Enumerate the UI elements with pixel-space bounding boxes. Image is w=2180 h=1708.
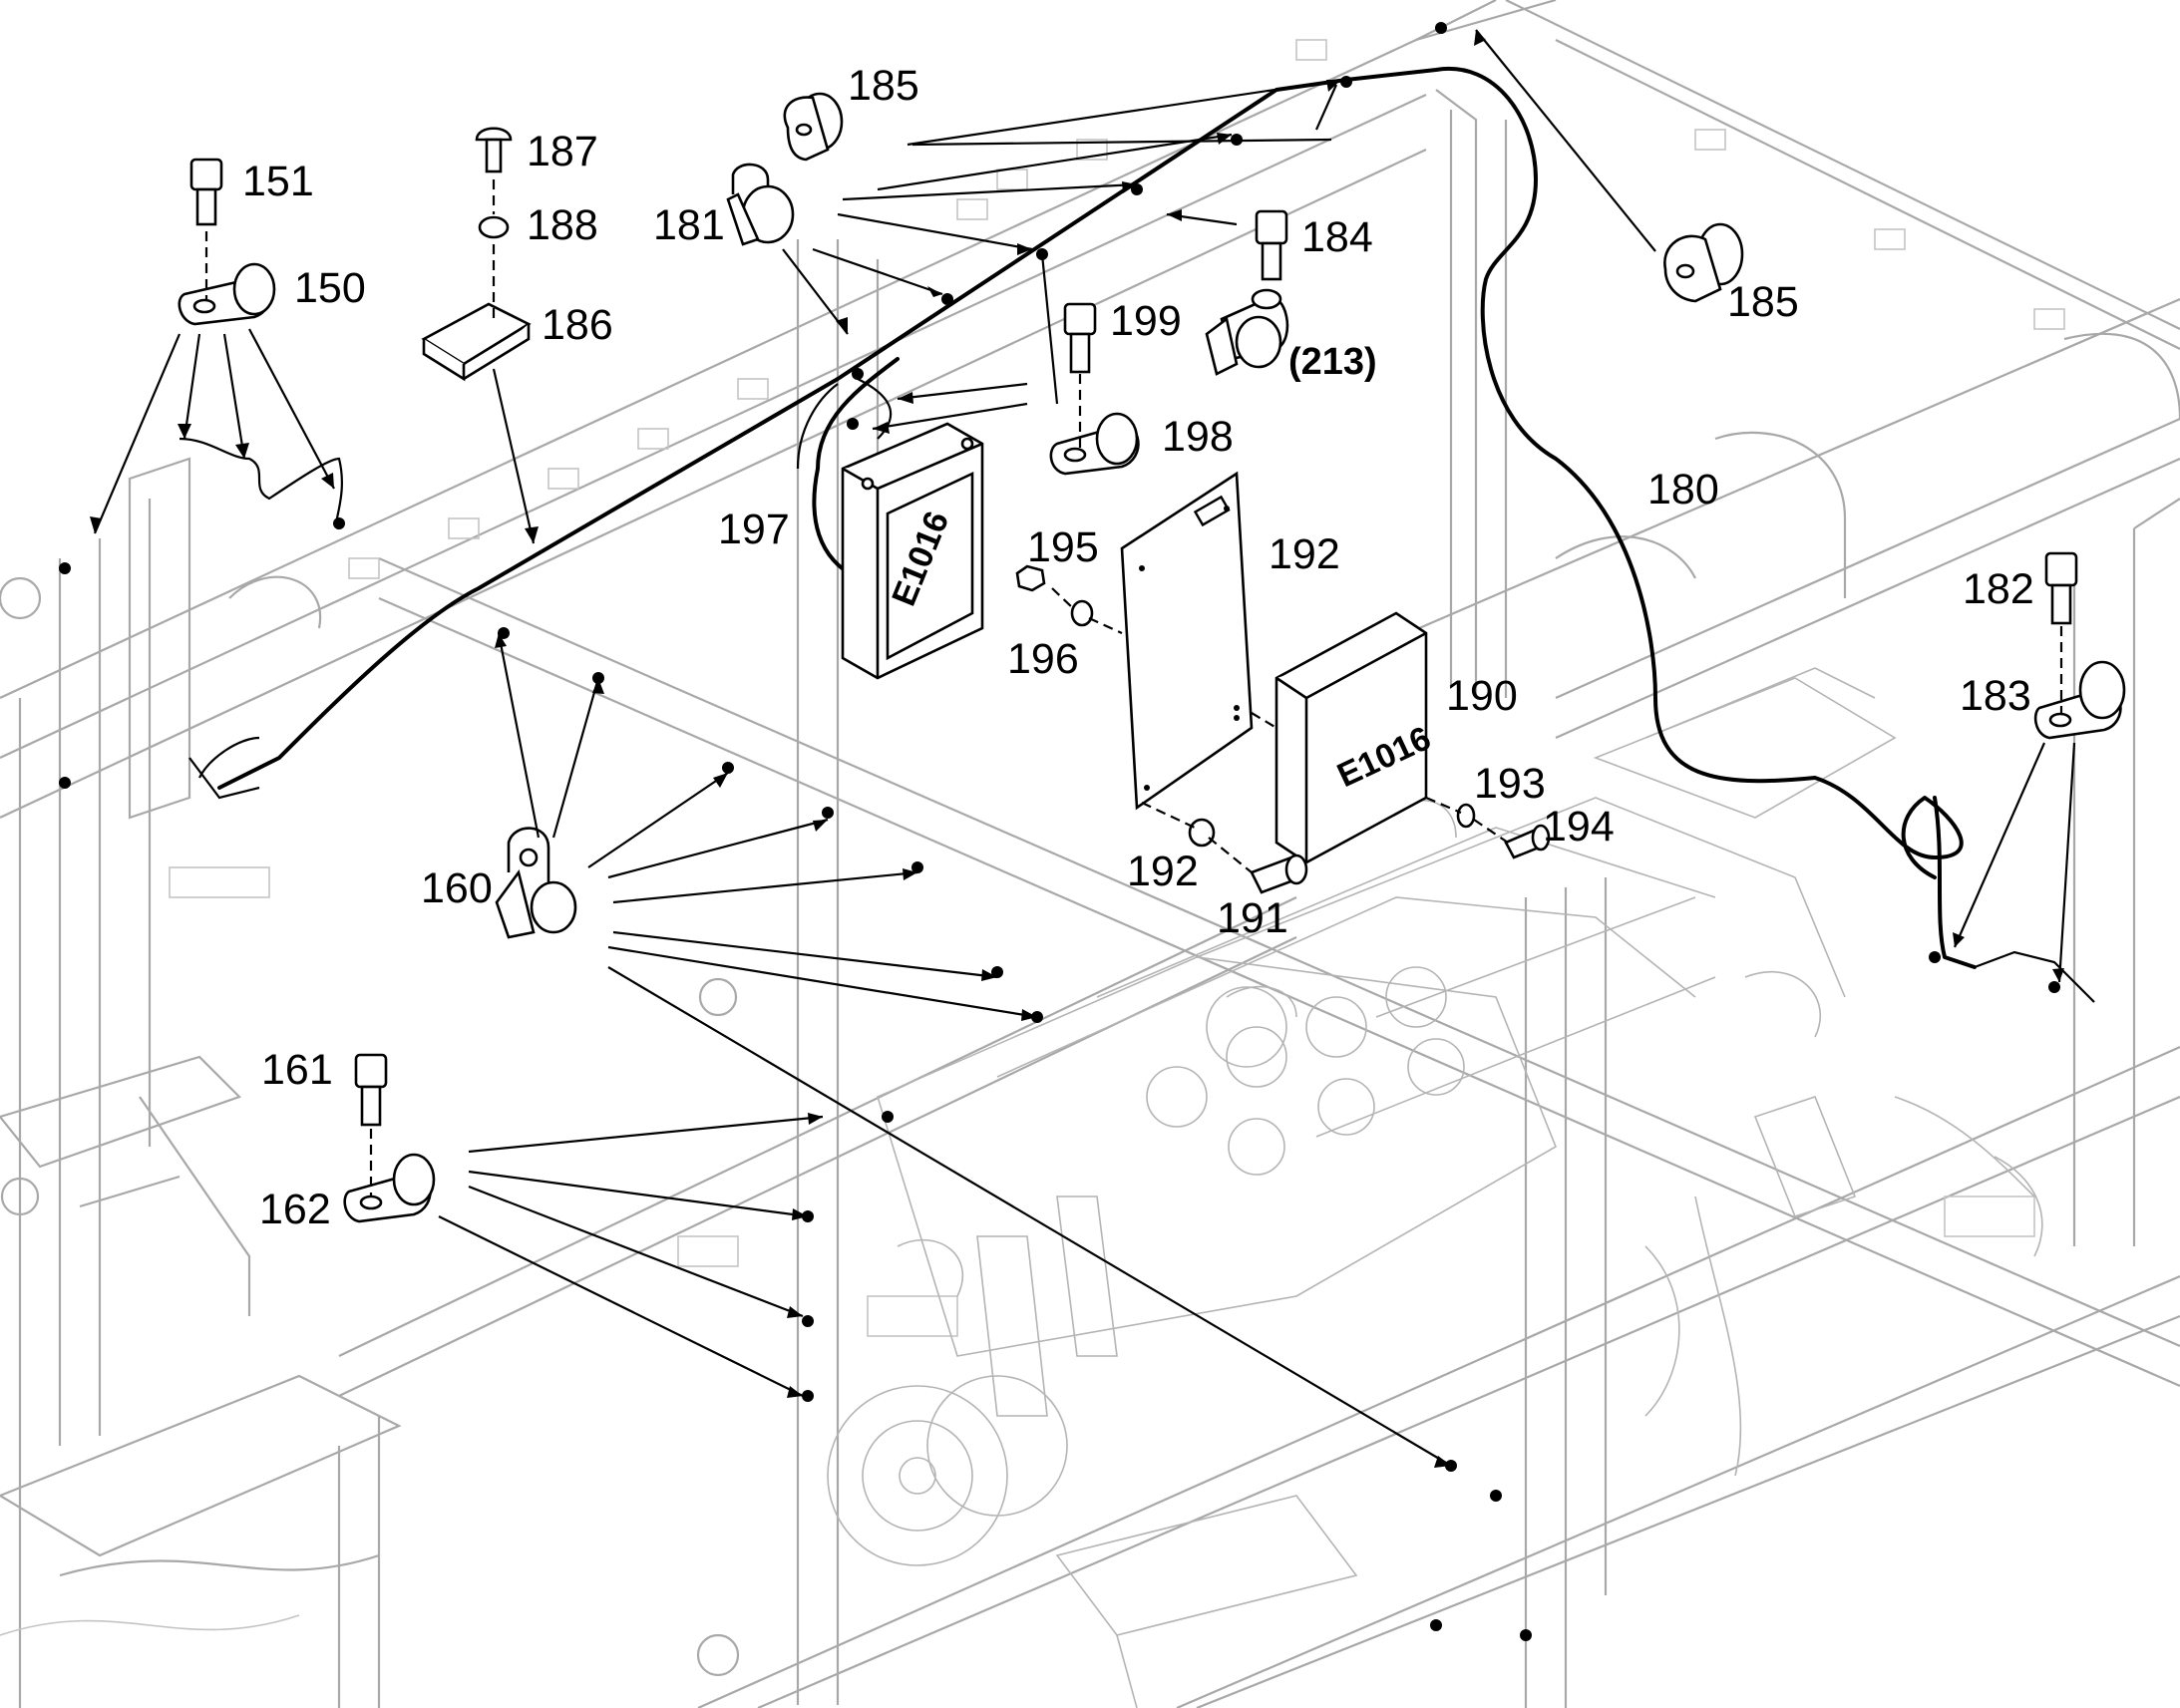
callout-161: 161 <box>261 1046 333 1094</box>
nut-195 <box>1015 564 1046 592</box>
bolt-184 <box>1255 209 1288 281</box>
clamp-183 <box>2033 660 2126 740</box>
bolt-161 <box>354 1053 388 1127</box>
callout-196: 196 <box>1007 635 1079 683</box>
callout-162: 162 <box>259 1186 331 1233</box>
clamp-213 <box>1205 288 1289 376</box>
callout-185-right: 185 <box>1727 278 1799 326</box>
callout-181: 181 <box>653 201 725 249</box>
callout-150: 150 <box>294 264 366 312</box>
callout-183: 183 <box>1960 672 2031 720</box>
washer-188 <box>478 215 510 239</box>
callout-192-bottom: 192 <box>1127 848 1199 895</box>
callout-213: (213) <box>1288 341 1377 383</box>
callout-182: 182 <box>1963 565 2034 613</box>
callout-160: 160 <box>421 864 493 912</box>
callout-151: 151 <box>242 158 314 205</box>
callout-187: 187 <box>527 128 598 175</box>
washer-193 <box>1456 803 1476 829</box>
callout-188: 188 <box>527 201 598 249</box>
bolt-182 <box>2044 551 2078 625</box>
clamp-160 <box>495 827 577 939</box>
leader-lines <box>93 29 2076 1467</box>
callout-195: 195 <box>1027 523 1099 571</box>
harness-clip-points <box>59 22 2060 1641</box>
screw-191 <box>1250 854 1308 894</box>
callout-191: 191 <box>1217 894 1288 942</box>
clamp-162 <box>343 1153 436 1223</box>
clamp-181 <box>726 163 795 246</box>
clamp-185-right <box>1663 222 1744 303</box>
bracket-186 <box>421 302 532 382</box>
callout-180: 180 <box>1647 466 1719 513</box>
engine-assembly <box>827 667 2043 1708</box>
washer-192 <box>1188 818 1216 848</box>
callout-194: 194 <box>1543 803 1615 851</box>
callout-186: 186 <box>542 301 613 349</box>
clamp-185-top <box>783 92 844 162</box>
harness-branch-150 <box>179 437 343 530</box>
callout-197: 197 <box>718 506 790 553</box>
callout-192-top: 192 <box>1269 530 1340 578</box>
callout-184: 184 <box>1301 213 1373 261</box>
mounting-plate-192 <box>1120 471 1254 811</box>
loose-parts <box>178 92 2126 1223</box>
clamp-150 <box>178 262 276 326</box>
leader-arrowheads <box>90 30 2064 1468</box>
callout-185-top: 185 <box>848 62 919 110</box>
callout-199: 199 <box>1110 297 1182 345</box>
bolt-151 <box>189 158 223 226</box>
screw-194 <box>1504 824 1551 859</box>
ecu-upper-197: E1016 <box>841 422 984 680</box>
callout-193: 193 <box>1474 760 1546 808</box>
washer-196 <box>1070 599 1094 627</box>
callout-labels: 151 150 187 188 186 185 181 184 185 199 … <box>242 62 2034 1233</box>
harness-180 <box>188 66 2095 1003</box>
callout-190: 190 <box>1446 672 1518 720</box>
ecu-lower-190: E1016 <box>1274 611 1436 864</box>
bolt-199 <box>1063 302 1097 374</box>
clamp-198 <box>1049 412 1140 476</box>
screw-187 <box>475 127 513 173</box>
callout-198: 198 <box>1162 413 1234 461</box>
